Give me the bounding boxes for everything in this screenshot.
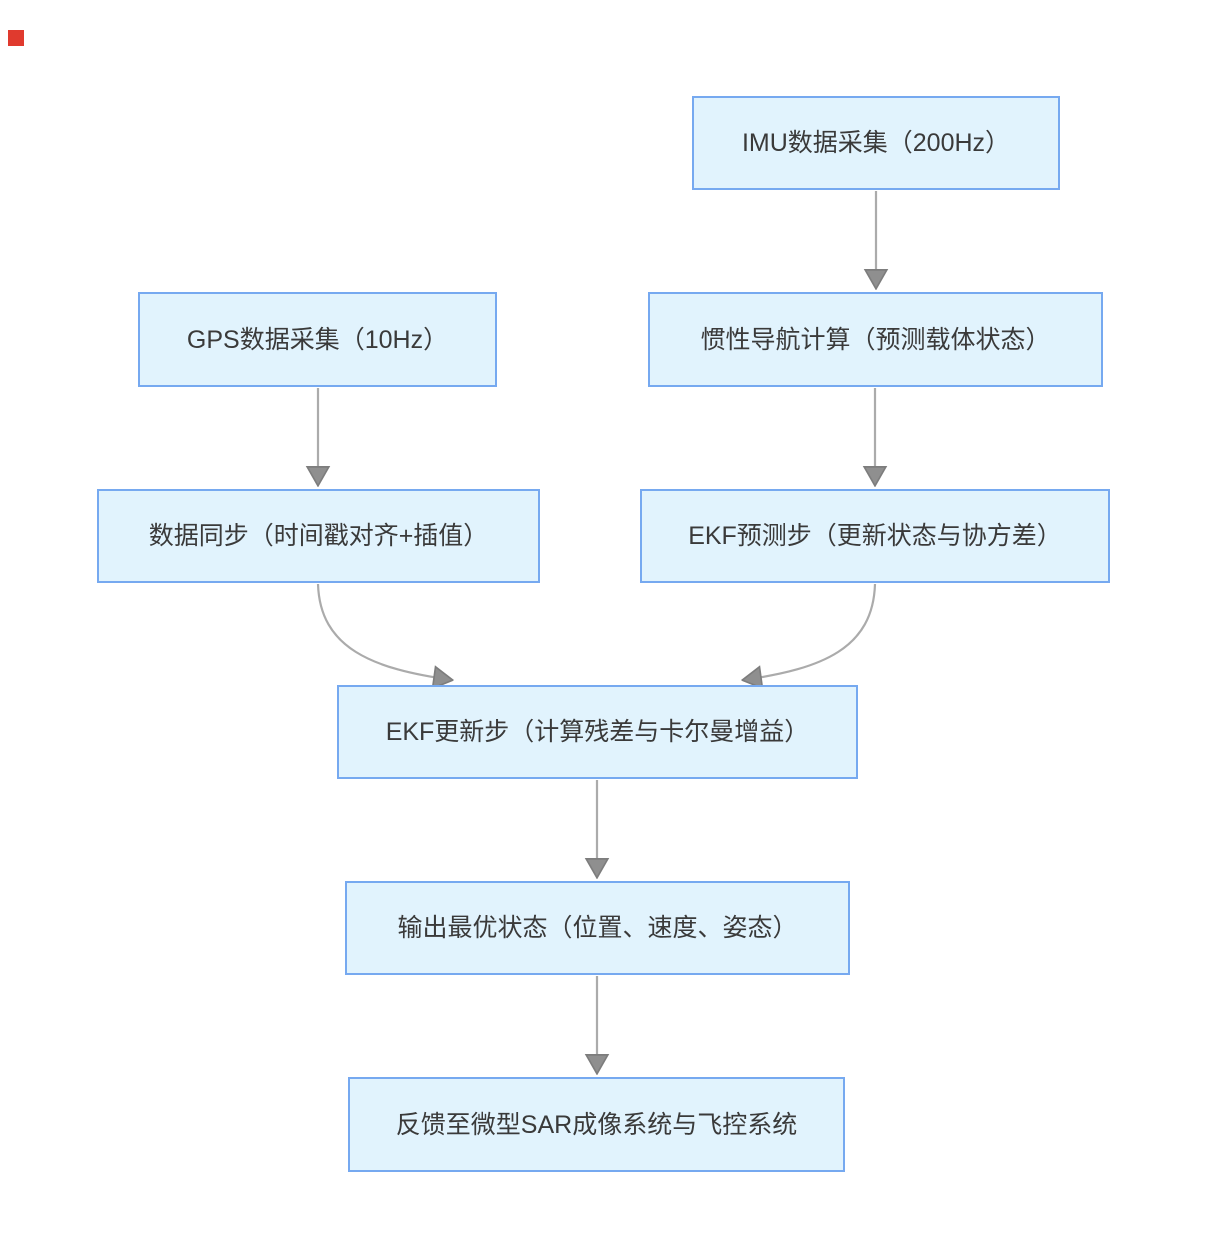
node-label: EKF预测步（更新状态与协方差） xyxy=(688,522,1062,550)
node-label: 反馈至微型SAR成像系统与飞控系统 xyxy=(395,1110,798,1139)
node-ekf-update-step: EKF更新步（计算残差与卡尔曼增益） xyxy=(337,685,858,779)
node-gps-data-acquisition: GPS数据采集（10Hz） xyxy=(138,292,497,387)
node-optimal-state-output: 输出最优状态（位置、速度、姿态） xyxy=(345,881,850,975)
node-label: IMU数据采集（200Hz） xyxy=(741,129,1011,157)
node-label: 惯性导航计算（预测载体状态） xyxy=(700,325,1051,354)
node-data-sync: 数据同步（时间戳对齐+插值） xyxy=(97,489,540,583)
edge-sync-to-ekf-update xyxy=(316,583,452,680)
red-square-marker xyxy=(8,30,24,46)
node-ekf-predict-step: EKF预测步（更新状态与协方差） xyxy=(640,489,1110,583)
edge-ekf-predict-to-ekf-update xyxy=(743,583,877,680)
node-label: 输出最优状态（位置、速度、姿态） xyxy=(397,914,798,942)
node-label: 数据同步（时间戳对齐+插值） xyxy=(148,522,489,550)
node-label: EKF更新步（计算残差与卡尔曼增益） xyxy=(385,718,810,746)
node-inertial-navigation: 惯性导航计算（预测载体状态） xyxy=(648,292,1103,387)
node-feedback-to-sar-flight-control: 反馈至微型SAR成像系统与飞控系统 xyxy=(348,1077,845,1172)
node-imu-data-acquisition: IMU数据采集（200Hz） xyxy=(692,96,1060,190)
node-label: GPS数据采集（10Hz） xyxy=(186,325,449,354)
